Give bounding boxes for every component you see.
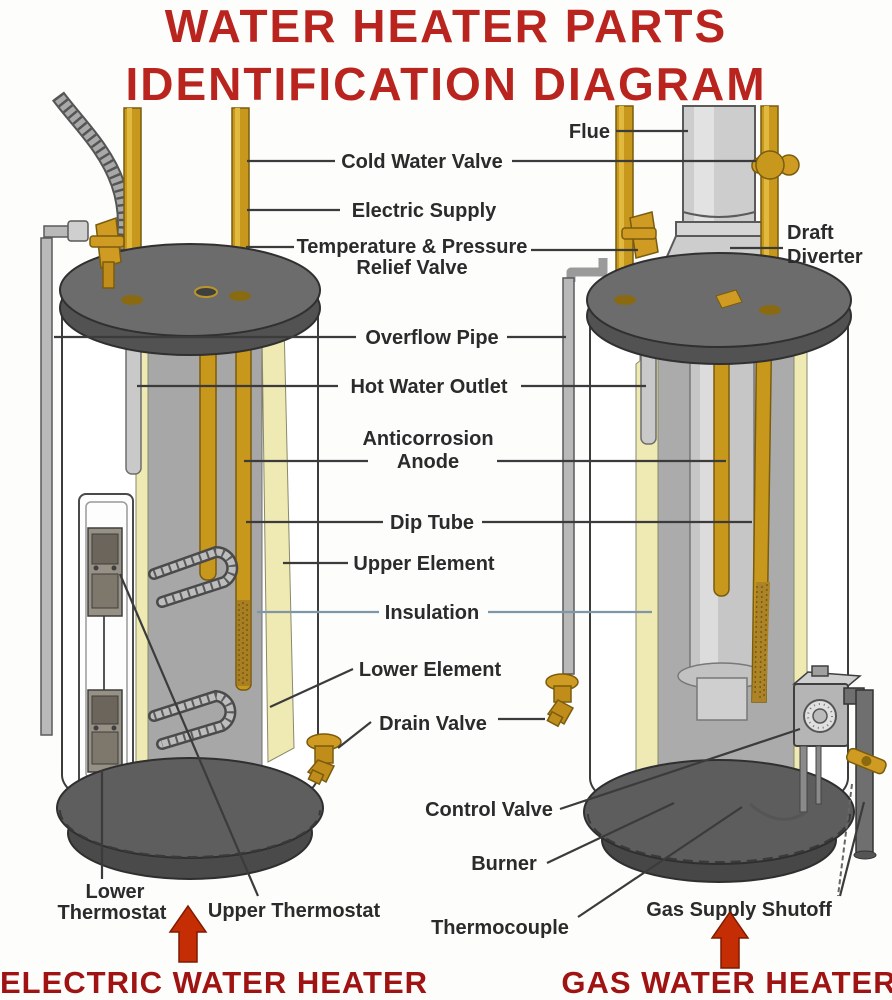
cold-water-valve-part	[751, 150, 800, 180]
label-hot-water-outlet: Hot Water Outlet	[350, 376, 507, 398]
upper-thermostat-leader	[118, 573, 260, 897]
shutoff-leader-chain	[837, 783, 853, 897]
gas-tank-base	[583, 759, 855, 883]
lower-element-leader	[269, 667, 354, 709]
gas-hot-water-pipe-part	[615, 105, 634, 283]
label-dip-tube: Dip Tube	[390, 512, 474, 534]
label-draft-diverter-line1: Draft	[787, 222, 834, 244]
gas-control-valve-part	[792, 665, 862, 747]
electric-tank-cutaway	[78, 305, 295, 787]
label-gas-supply-shutoff: Gas Supply Shutoff	[646, 899, 832, 921]
label-tp-relief-line1: Temperature & Pressure	[297, 236, 528, 258]
label-overflow-pipe: Overflow Pipe	[365, 327, 498, 349]
label-anticorrosion-line1: Anticorrosion	[362, 428, 493, 450]
gas-water-heater-illustration	[545, 105, 887, 897]
label-lower-thermostat-line2: Thermostat	[58, 902, 167, 924]
label-drain-valve: Drain Valve	[379, 713, 487, 735]
gas-cold-water-pipe-part	[751, 105, 800, 305]
label-control-valve: Control Valve	[425, 799, 553, 821]
burner-leader	[546, 802, 675, 864]
label-thermocouple: Thermocouple	[431, 917, 569, 939]
tp-relief-valve-part	[89, 216, 125, 289]
thermocouple-leader	[577, 806, 743, 918]
label-cold-water-valve: Cold Water Valve	[341, 151, 503, 173]
label-upper-thermostat: Upper Thermostat	[208, 900, 381, 922]
electric-water-heater-illustration	[40, 91, 342, 880]
electric-drain-valve-part	[306, 733, 342, 786]
label-flue: Flue	[569, 121, 610, 143]
label-lower-thermostat-line1: Lower	[86, 881, 145, 903]
label-tp-relief-line2: Relief Valve	[356, 257, 467, 279]
electric-tank-base	[56, 757, 324, 880]
control-valve-leader	[559, 727, 801, 811]
anode-rod-part	[235, 305, 252, 691]
label-upper-element: Upper Element	[353, 553, 494, 575]
thermostat-access-panel	[78, 493, 134, 787]
label-insulation: Insulation	[385, 602, 479, 624]
burner-feed-pipes	[749, 745, 822, 821]
gas-shutoff-leader	[838, 801, 866, 897]
page-title-line1: WATER HEATER PARTS	[165, 0, 727, 52]
label-lower-element: Lower Element	[359, 659, 502, 681]
gas-drain-valve-part	[545, 673, 579, 728]
flue-part	[682, 105, 756, 225]
thermocouple-part	[749, 802, 807, 821]
gas-water-heater-caption: GAS WATER HEATER	[561, 965, 892, 1000]
upper-thermostat-part	[87, 527, 123, 617]
leader-lines	[54, 129, 866, 918]
up-arrow-icon	[710, 910, 750, 969]
lower-thermostat-part	[87, 689, 123, 773]
label-burner: Burner	[471, 853, 537, 875]
gas-tp-valve-part	[621, 211, 659, 259]
label-draft-diverter-line2: Diverter	[787, 246, 863, 268]
part-labels: Flue Cold Water Valve Electric Supply Te…	[58, 121, 863, 939]
page-title-line2: IDENTIFICATION DIAGRAM	[125, 58, 766, 110]
label-electric-supply: Electric Supply	[352, 200, 497, 222]
lower-element-part	[148, 689, 237, 750]
upper-element-part	[148, 546, 239, 608]
gas-tank-lid	[586, 252, 852, 365]
up-arrow-icon	[168, 904, 208, 963]
gas-tank-cutaway	[635, 311, 808, 817]
overflow-pipe-part	[40, 220, 89, 736]
drain-valve-leader-left	[337, 721, 372, 749]
gas-supply-shutoff-valve-part	[845, 747, 887, 775]
electric-water-heater-caption: ELECTRIC WATER HEATER	[0, 965, 428, 1000]
label-anticorrosion-line2: Anode	[397, 451, 459, 473]
electric-tank-lid	[59, 243, 321, 356]
